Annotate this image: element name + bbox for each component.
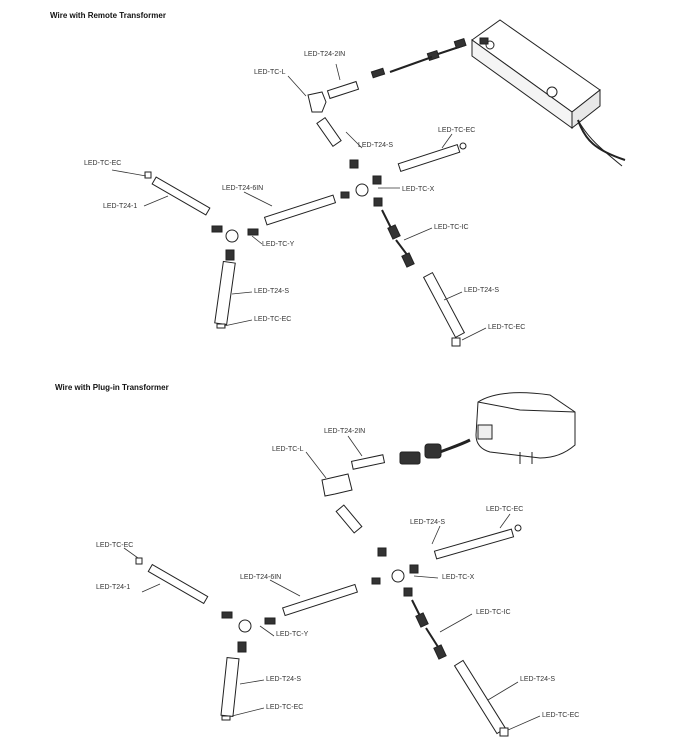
- label-tc-y: LED-TC-Y: [276, 631, 309, 638]
- label-tc-ec-bottom-right: LED-TC-EC: [542, 712, 580, 719]
- label-tc-ec-right: LED-TC-EC: [438, 127, 476, 134]
- label-tc-ec-bottom-right: LED-TC-EC: [488, 324, 526, 331]
- label-tc-ic: LED-TC-IC: [434, 224, 469, 231]
- label-tc-ec-bottom-left: LED-TC-EC: [254, 316, 292, 323]
- label-t24-s-left: LED-T24-S: [266, 676, 302, 683]
- label-tc-ec-left: LED-TC-EC: [96, 542, 134, 549]
- diagram2-title: Wire with Plug-in Transformer: [55, 383, 169, 392]
- label-t24-1: LED-T24-1: [103, 203, 138, 210]
- label-tc-x: LED-TC-X: [402, 186, 435, 193]
- label-t24-6in: LED-T24-6IN: [222, 185, 264, 192]
- label-t24-s-left: LED-T24-S: [254, 288, 290, 295]
- label-tc-l: LED-TC-L: [254, 69, 286, 76]
- label-t24-6in: LED-T24-6IN: [240, 574, 282, 581]
- diagram1-leaders: [111, 63, 487, 341]
- label-tc-ec-left: LED-TC-EC: [84, 160, 122, 167]
- remote-transformer: [471, 19, 601, 130]
- label-tc-ic: LED-TC-IC: [476, 609, 511, 616]
- label-t24-s-right: LED-T24-S: [520, 676, 556, 683]
- label-tc-l: LED-TC-L: [272, 446, 304, 453]
- label-tc-ec-bottom-left: LED-TC-EC: [266, 704, 304, 711]
- label-t24-s-top: LED-T24-S: [410, 519, 446, 526]
- label-tc-ec-right: LED-TC-EC: [486, 506, 524, 513]
- diagram1-title: Wire with Remote Transformer: [50, 11, 166, 20]
- label-t24-2in: LED-T24-2IN: [304, 51, 346, 58]
- diagram2-drawing: [135, 392, 576, 737]
- label-t24-1: LED-T24-1: [96, 584, 131, 591]
- diagram1-drawing: [144, 19, 626, 347]
- diagram2-leaders: [123, 435, 541, 731]
- label-t24-2in: LED-T24-2IN: [324, 428, 366, 435]
- label-t24-s-right: LED-T24-S: [464, 287, 500, 294]
- label-tc-x: LED-TC-X: [442, 574, 475, 581]
- label-tc-y: LED-TC-Y: [262, 241, 295, 248]
- label-t24-s-top: LED-T24-S: [358, 142, 394, 149]
- plugin-transformer: [475, 392, 576, 464]
